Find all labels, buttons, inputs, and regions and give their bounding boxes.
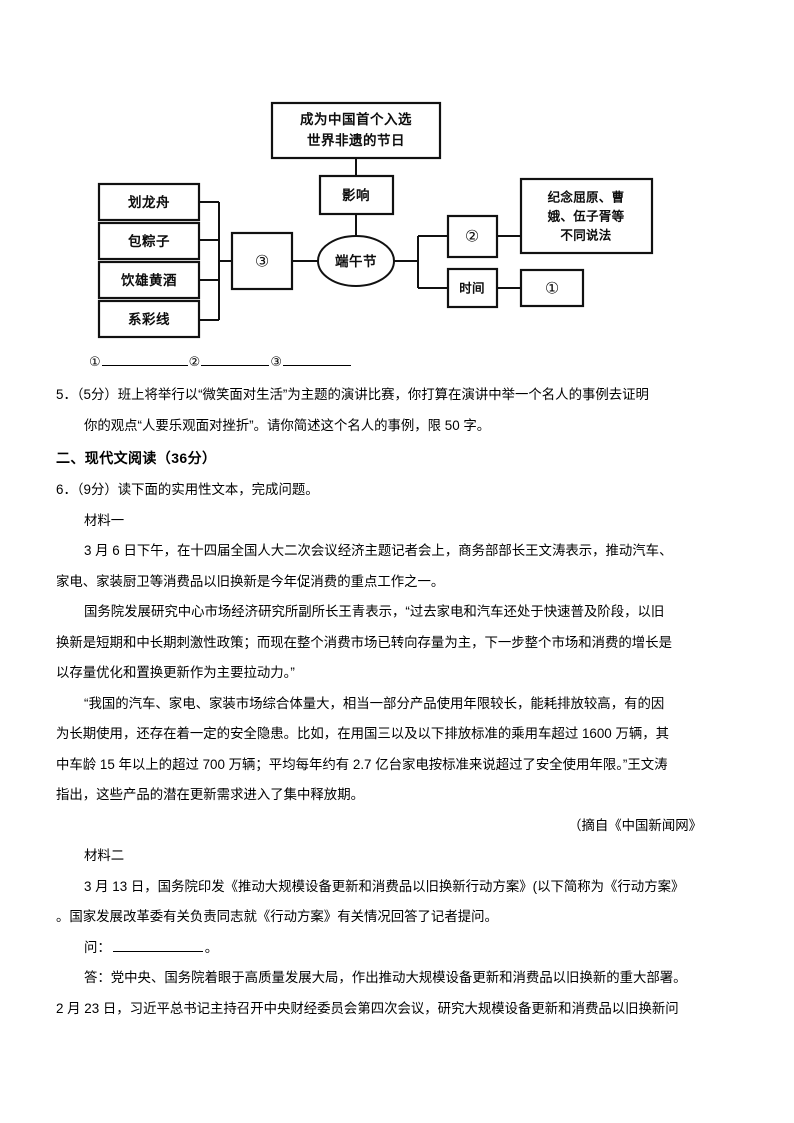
diagram-box-blank-2-label: ② xyxy=(465,227,479,246)
exam-body-text: 5．（5分）班上将举行以“微笑面对生活”为主题的演讲比赛，你打算在演讲中举一个名… xyxy=(56,380,746,1024)
diagram-box-origin-legends-line3: 不同说法 xyxy=(560,228,611,243)
material-1-para-3-line-1: “我国的汽车、家电、家装市场综合体量大，相当一部分产品使用年限较长，能耗排放较高… xyxy=(84,695,665,711)
section-2-heading: 二、现代文阅读（36分） xyxy=(56,450,217,466)
diagram-box-blank-2 xyxy=(446,214,499,259)
duanwu-festival-diagram: 成为中国首个入选 世界非遗的节日 影响 划龙舟 包粽子 饮雄黄酒 系彩线 ③ 端… xyxy=(0,0,794,372)
material-2-question-suffix: 。 xyxy=(204,939,219,955)
question-5-line-1: 5．（5分）班上将举行以“微笑面对生活”为主题的演讲比赛，你打算在演讲中举一个名… xyxy=(56,387,649,402)
diagram-box-origin-legends xyxy=(519,177,654,255)
material-1-para-3-line-4: 指出，这些产品的潜在更新需求进入了集中释放期。 xyxy=(56,787,364,802)
diagram-box-custom-2-label: 包粽子 xyxy=(128,233,170,250)
diagram-box-custom-4 xyxy=(97,299,201,339)
material-2-question-row: 问： 。 xyxy=(56,933,746,964)
diagram-box-influence xyxy=(318,174,395,216)
answer-blank-field-3[interactable] xyxy=(282,352,351,366)
diagram-center-node-label: 端午节 xyxy=(335,253,377,270)
diagram-box-custom-3 xyxy=(97,260,201,300)
diagram-box-blank-1 xyxy=(519,268,585,308)
diagram-box-blank-3 xyxy=(230,231,294,291)
material-1-label: 材料一 xyxy=(84,512,125,528)
answer-blank-marker-3: ③ xyxy=(270,355,282,370)
material-1-para-1-line-1: 3 月 6 日下午，在十四届全国人大二次会议经济主题记者会上，商务部部长王文涛表… xyxy=(84,543,673,558)
diagram-box-blank-3-label: ③ xyxy=(255,252,269,271)
answer-blank-marker-1: ① xyxy=(89,355,101,370)
diagram-box-time-label: 时间 xyxy=(459,281,485,296)
material-2-question-blank-field[interactable] xyxy=(112,938,203,952)
diagram-box-custom-3-label: 饮雄黄酒 xyxy=(120,272,177,289)
material-2-question-prefix: 问： xyxy=(84,939,111,955)
material-1-para-2-line-2: 换新是短期和中长期刺激性政策；而现在整个消费市场已转向存量为主，下一步整个市场和… xyxy=(56,634,672,650)
material-2-answer-line-1: 答：党中央、国务院着眼于高质量发展大局，作出推动大规模设备更新和消费品以旧换新的… xyxy=(84,970,687,985)
diagram-box-world-heritage-line1: 成为中国首个入选 xyxy=(300,111,412,128)
diagram-center-node-duanwu xyxy=(317,235,395,287)
answer-blank-marker-2: ② xyxy=(188,355,201,370)
diagram-box-custom-4-label: 系彩线 xyxy=(128,311,170,328)
answer-blank-field-1[interactable] xyxy=(101,352,188,366)
material-1-para-3-line-2: 为长期使用，还存在着一定的安全隐患。比如，在用国三以及以下排放标准的乘用车超过 … xyxy=(56,726,670,741)
question-5-line-2: 你的观点“人要乐观面对挫折”。请你简述这个名人的事例，限 50 字。 xyxy=(84,417,491,433)
diagram-box-custom-1-label: 划龙舟 xyxy=(128,194,170,211)
diagram-box-time xyxy=(446,267,499,309)
diagram-box-influence-label: 影响 xyxy=(342,187,370,204)
material-1-para-2-line-3: 以存量优化和置换更新作为主要拉动力。” xyxy=(56,665,295,680)
question-6-stem: 6．（9分）读下面的实用性文本，完成问题。 xyxy=(56,482,319,497)
diagram-box-origin-legends-line1: 纪念屈原、曹 xyxy=(548,190,625,205)
material-2-label: 材料二 xyxy=(84,848,125,863)
diagram-box-blank-1-label: ① xyxy=(545,279,559,298)
answer-blank-field-2[interactable] xyxy=(201,352,270,366)
diagram-answer-blanks: ① ② ③ xyxy=(88,352,388,374)
material-2-answer-line-2: 2 月 23 日，习近平总书记主持召开中央财经委员会第四次会议，研究大规模设备更… xyxy=(56,1000,679,1016)
material-1-source-attribution: （摘自《中国新闻网》 xyxy=(568,817,702,833)
diagram-box-world-heritage xyxy=(270,101,442,160)
diagram-box-world-heritage-line2: 世界非遗的节日 xyxy=(307,132,405,149)
diagram-box-custom-2 xyxy=(97,221,201,261)
material-1-para-2-line-1: 国务院发展研究中心市场经济研究所副所长王青表示，“过去家电和汽车还处于快速普及阶… xyxy=(84,604,665,619)
material-1-para-1-line-2: 家电、家装厨卫等消费品以旧换新是今年促消费的重点工作之一。 xyxy=(56,573,445,589)
material-1-para-3-line-3: 中车龄 15 年以上的超过 700 万辆；平均每年约有 2.7 亿台家电按标准来… xyxy=(56,756,668,772)
diagram-box-custom-1 xyxy=(97,182,201,222)
diagram-box-origin-legends-line2: 娥、伍子胥等 xyxy=(547,209,625,224)
material-2-para-1-line-2: 。国家发展改革委有关负责同志就《行动方案》有关情况回答了记者提问。 xyxy=(56,909,498,924)
material-2-para-1-line-1: 3 月 13 日，国务院印发《推动大规模设备更新和消费品以旧换新行动方案》(以下… xyxy=(84,878,685,894)
